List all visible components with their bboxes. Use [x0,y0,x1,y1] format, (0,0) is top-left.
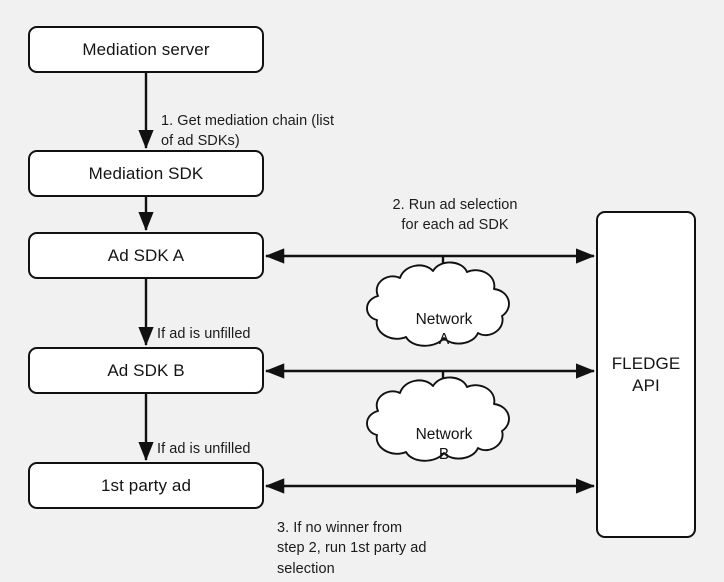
edge-label-unfilled-a-text: If ad is unfilled [157,325,251,342]
cloud-label-network-b: Network B [398,405,490,465]
cloud-label-network-a: Network A [398,290,490,350]
node-fledge-api[interactable]: FLEDGE API [596,211,696,538]
edge-label-step-1-text: 1. Get mediation chain (list of ad SDKs) [161,112,335,150]
node-ad-sdk-a[interactable]: Ad SDK A [28,232,264,279]
edge-label-step-2: 2. Run ad selection for each ad SDK [355,174,555,236]
edge-label-unfilled-a: If ad is unfilled [157,303,337,344]
edge-label-step-1: 1. Get mediation chain (list of ad SDKs) [161,90,391,152]
edge-label-step-3-text: 3. If no winner from step 2, run 1st par… [277,519,427,577]
edge-label-unfilled-b-text: If ad is unfilled [157,440,251,457]
node-label-mediation-sdk: Mediation SDK [88,163,204,183]
node-label-fledge-api: FLEDGE API [611,354,681,395]
node-label-mediation-server: Mediation server [82,39,210,59]
edge-label-step-3: 3. If no winner from step 2, run 1st par… [277,497,507,579]
edge-label-unfilled-b: If ad is unfilled [157,418,337,459]
edge-label-step-2-text: 2. Run ad selection for each ad SDK [392,196,518,234]
node-mediation-sdk[interactable]: Mediation SDK [28,150,264,197]
node-first-party-ad[interactable]: 1st party ad [28,462,264,509]
node-label-ad-sdk-b: Ad SDK B [107,360,185,380]
cloud-shape-network-b [366,376,510,462]
node-label-ad-sdk-a: Ad SDK A [107,245,185,265]
cloud-shape-network-a [366,261,510,347]
cloud-label-network-a-text: Network A [415,311,473,349]
cloud-label-network-b-text: Network B [415,426,473,464]
node-label-first-party-ad: 1st party ad [100,475,192,495]
node-mediation-server[interactable]: Mediation server [28,26,264,73]
node-ad-sdk-b[interactable]: Ad SDK B [28,347,264,394]
